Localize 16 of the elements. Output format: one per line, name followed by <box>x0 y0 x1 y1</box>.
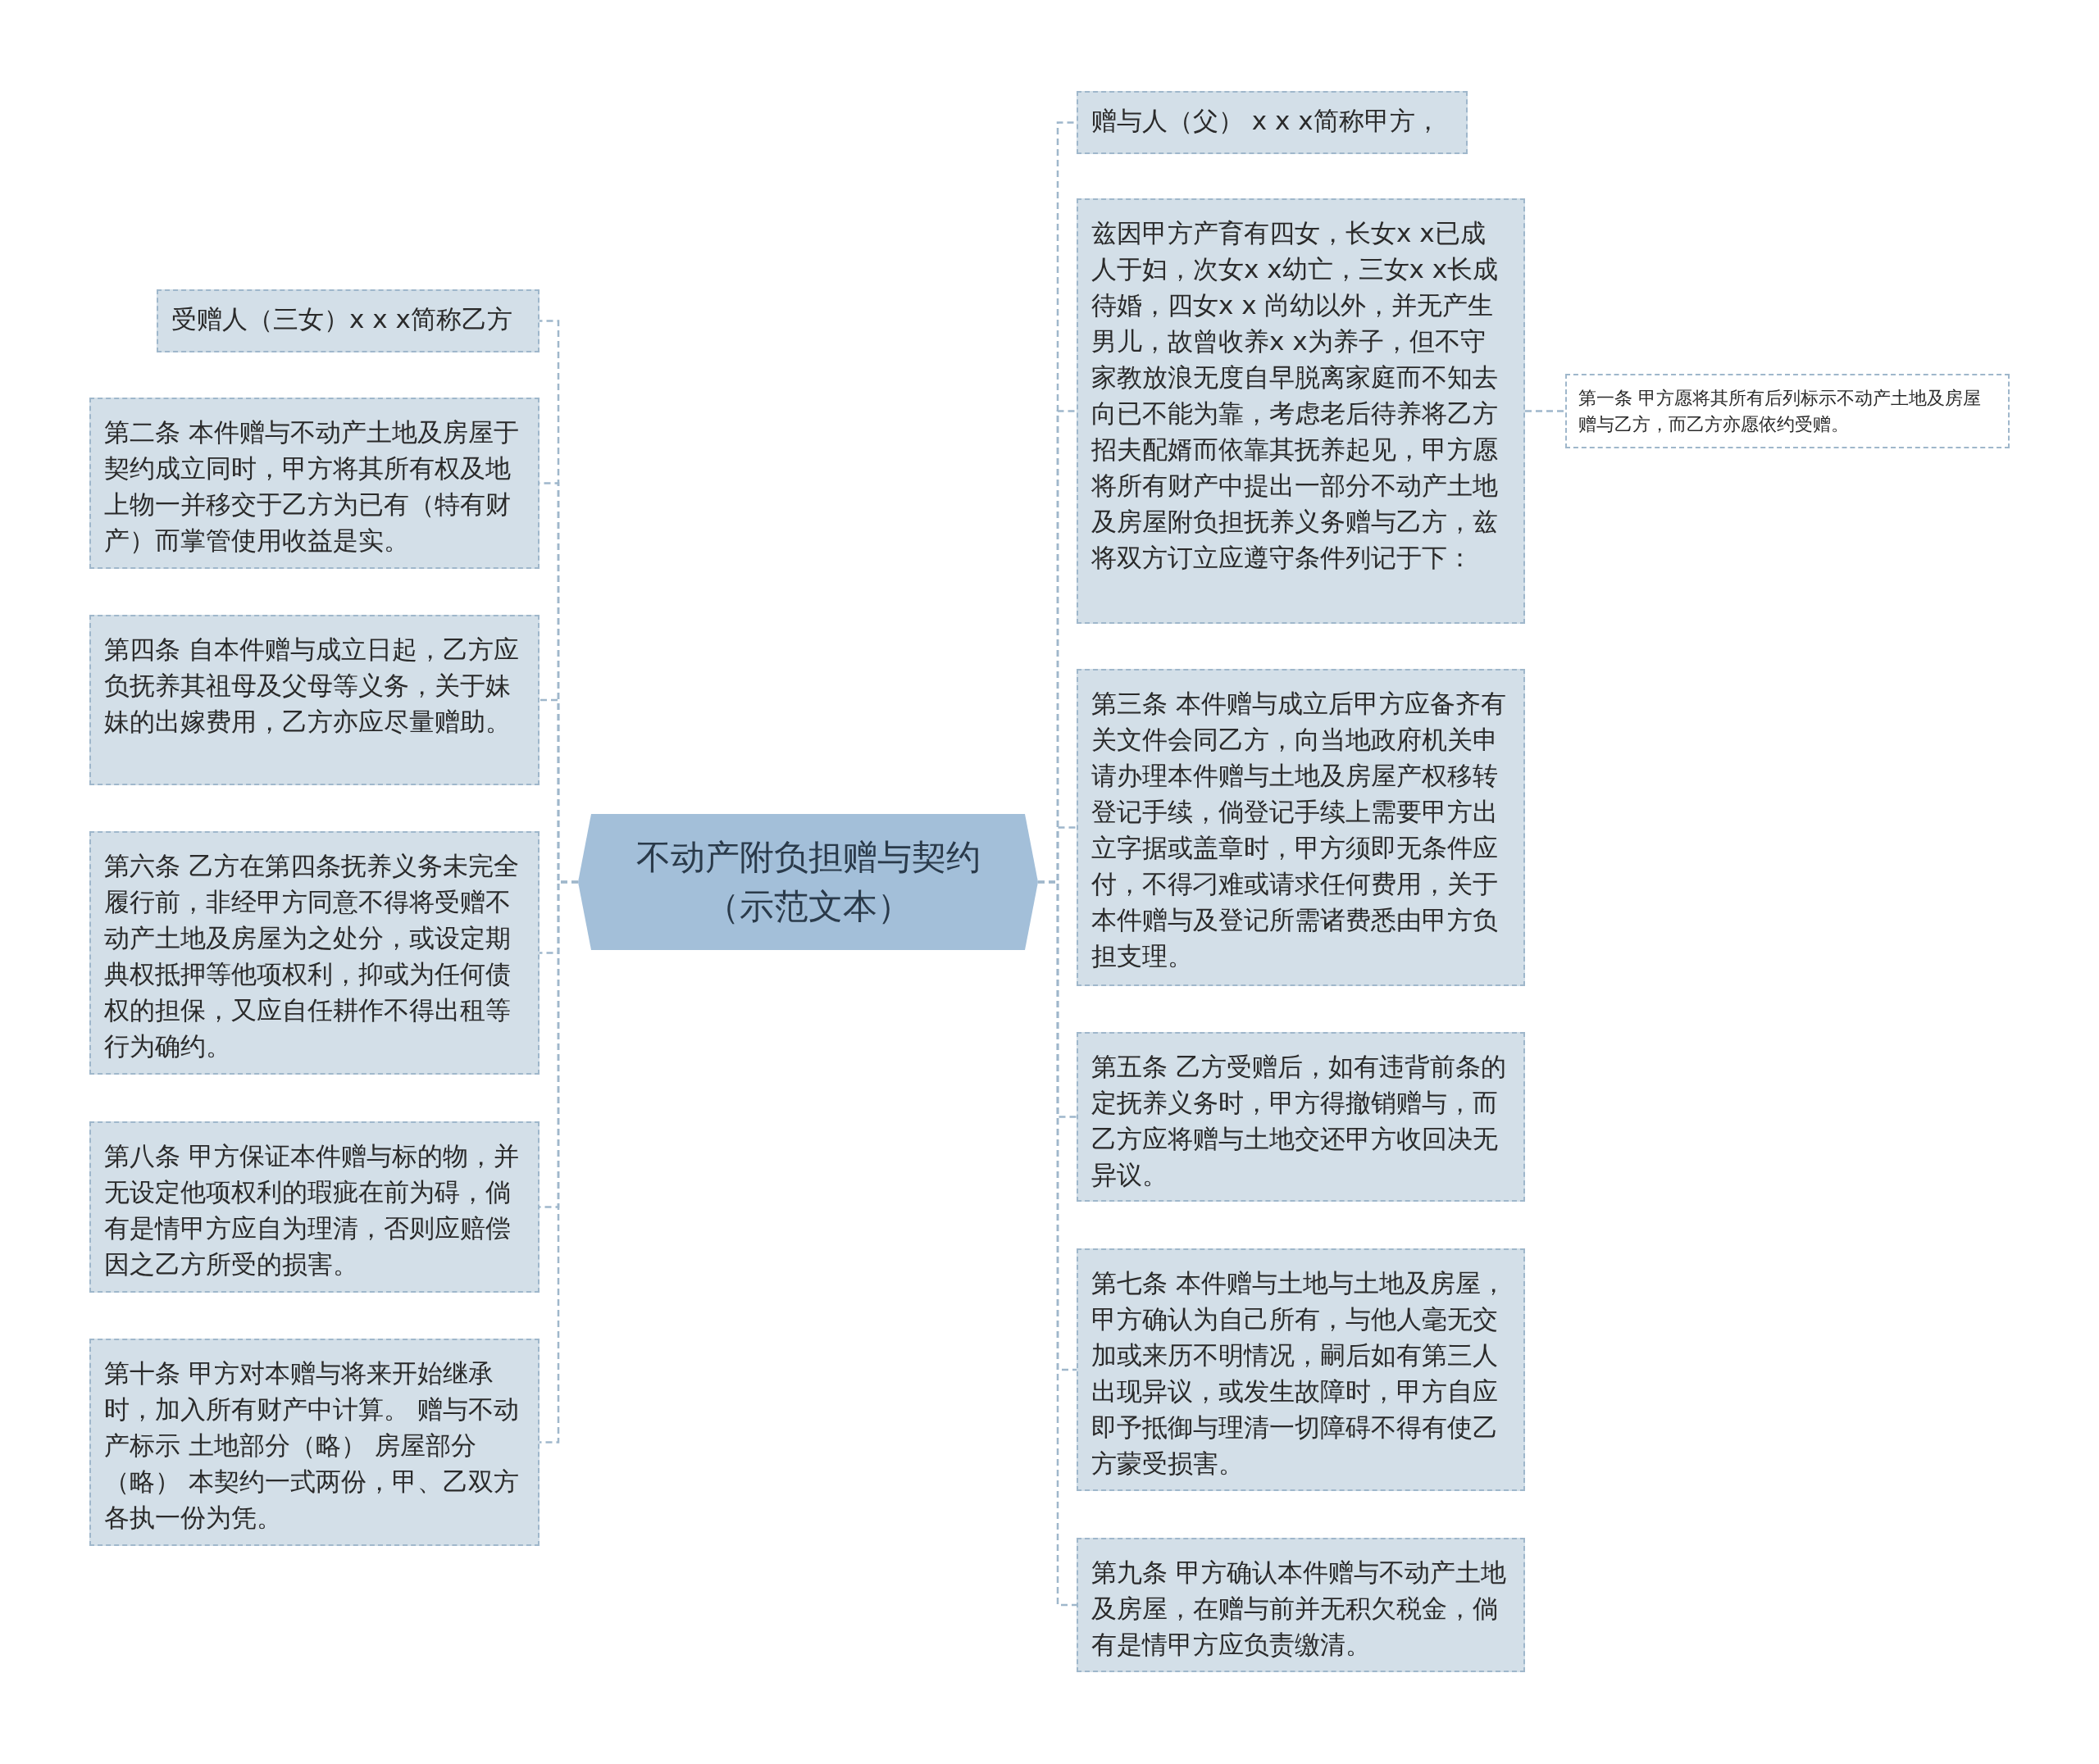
text-box: 兹因甲方产育有四女，长女x x已成人于妇，次女x x幼亡，三女x x长成待婚，四女x x 尚幼以外，并无产生男儿，故曾收养x x为养子，但不守家教放浪无度自早脱离家庭而不知去向已不能为靠，考虑老后待养将乙方招夫配婿而依靠其抚养起见，甲方愿将所有财产中提出一部分不动产土地及房屋附负担抚养义务赠与乙方，兹将双方订立应遵守条件列记于下： <box>1077 198 1525 624</box>
text-box: 第七条 本件赠与土地与土地及房屋，甲方确认为自己所有，与他人毫无交加或来历不明情况，嗣后如有第三人出现异议，或发生故障时，甲方自应即予抵御与理清一切障碍不得有使乙方蒙受损害。 <box>1077 1248 1525 1491</box>
text-box: 赠与人（父） x x x简称甲方， <box>1077 91 1468 154</box>
text-box: 第六条 乙方在第四条抚养义务未完全履行前，非经甲方同意不得将受赠不动产土地及房屋为之处分，或设定期典权抵押等他项权利，抑或为任何债权的担保，又应自任耕作不得出租等行为确约。 <box>89 831 540 1075</box>
text-box: 第四条 自本件赠与成立日起，乙方应负抚养其祖母及父母等义务，关于妹妹的出嫁费用，乙方亦应尽量赠助。 <box>89 615 540 785</box>
text-box: 第二条 本件赠与不动产土地及房屋于契约成立同时，甲方将其所有权及地上物一并移交于乙方为已有（特有财产）而掌管使用收益是实。 <box>89 398 540 569</box>
connector-line <box>1038 880 1077 1607</box>
text-box: 第八条 甲方保证本件赠与标的物，并无设定他项权利的瑕疵在前为碍，倘有是情甲方应自为理清，否则应赔偿因之乙方所受的损害。 <box>89 1121 540 1293</box>
text-box: 第五条 乙方受赠后，如有违背前条的定抚养义务时，甲方得撤销赠与，而乙方应将赠与土地交还甲方收回决无异议。 <box>1077 1032 1525 1202</box>
text-box: 受赠人（三女）x x x简称乙方 <box>157 289 540 352</box>
text-box: 第一条 甲方愿将其所有后列标示不动产土地及房屋赠与乙方，而乙方亦愿依约受赠。 <box>1565 374 2010 448</box>
text-box: 第十条 甲方对本赠与将来开始继承时，加入所有财产中计算。 赠与不动产标示 土地部分（略） 房屋部分（略） 本契约一式两份，甲、乙双方各执一份为凭。 <box>89 1339 540 1546</box>
connector-line <box>1525 410 1565 412</box>
text-box: 第三条 本件赠与成立后甲方应备齐有关文件会同乙方，向当地政府机关申请办理本件赠与土地及房屋产权移转登记手续，倘登记手续上需要甲方出立字据或盖章时，甲方须即无条件应付，不得刁难或请求任何费用，关于本件赠与及登记所需诸费悉由甲方负担支理。 <box>1077 669 1525 986</box>
connector-line <box>540 880 578 1443</box>
text-box: 第九条 甲方确认本件赠与不动产土地及房屋，在赠与前并无积欠税金，倘有是情甲方应负责缴清。 <box>1077 1538 1525 1672</box>
